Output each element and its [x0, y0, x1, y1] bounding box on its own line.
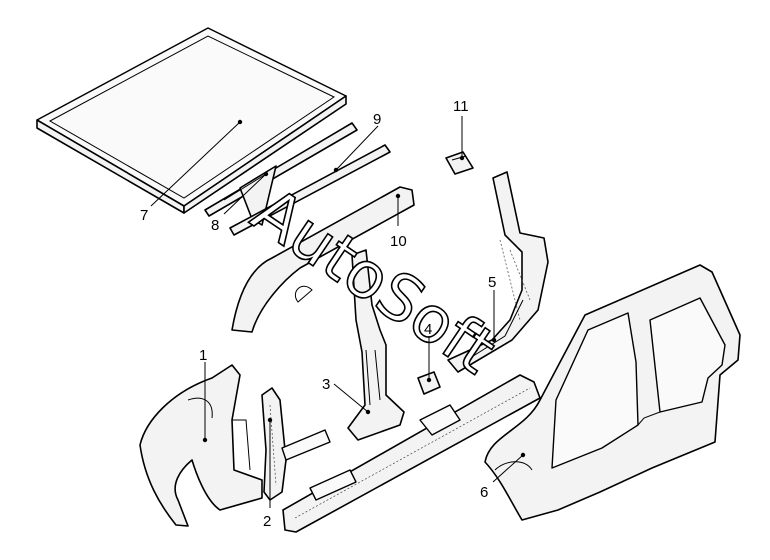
callout-9: 9	[333, 111, 381, 173]
callout-2: 2	[263, 417, 273, 530]
part-2-a-pillar-reinforcement	[261, 387, 331, 501]
callout-label-10: 10	[390, 233, 407, 250]
part-7-roof-panel	[36, 27, 347, 214]
part-1-front-side-inner	[139, 364, 263, 527]
callout-11: 11	[453, 98, 469, 161]
callout-1: 1	[199, 347, 207, 443]
part-9-roof-bow	[229, 144, 391, 236]
callout-label-6: 6	[480, 484, 488, 501]
part-6-body-side-outer	[484, 264, 741, 521]
part-sill-rocker	[282, 374, 541, 533]
callout-label-1: 1	[199, 347, 207, 364]
part-10-rear-rail	[231, 186, 415, 333]
callout-5: 5	[488, 274, 496, 343]
callout-10: 10	[390, 193, 407, 250]
callout-7: 7	[140, 119, 243, 224]
callout-label-5: 5	[488, 274, 496, 291]
callout-4: 4	[424, 321, 432, 383]
part-5-rear-pillar	[447, 171, 549, 373]
part-11-bracket	[445, 151, 474, 175]
callout-8: 8	[211, 171, 269, 234]
callout-label-4: 4	[424, 321, 432, 338]
callout-3: 3	[322, 376, 371, 415]
callout-label-9: 9	[373, 111, 381, 128]
part-3-center-pillar	[347, 249, 405, 441]
callout-label-8: 8	[211, 217, 219, 234]
callout-label-2: 2	[263, 513, 271, 530]
callout-label-7: 7	[140, 207, 148, 224]
callout-label-11: 11	[453, 98, 469, 115]
callout-6: 6	[480, 452, 526, 501]
callout-label-3: 3	[322, 376, 330, 393]
